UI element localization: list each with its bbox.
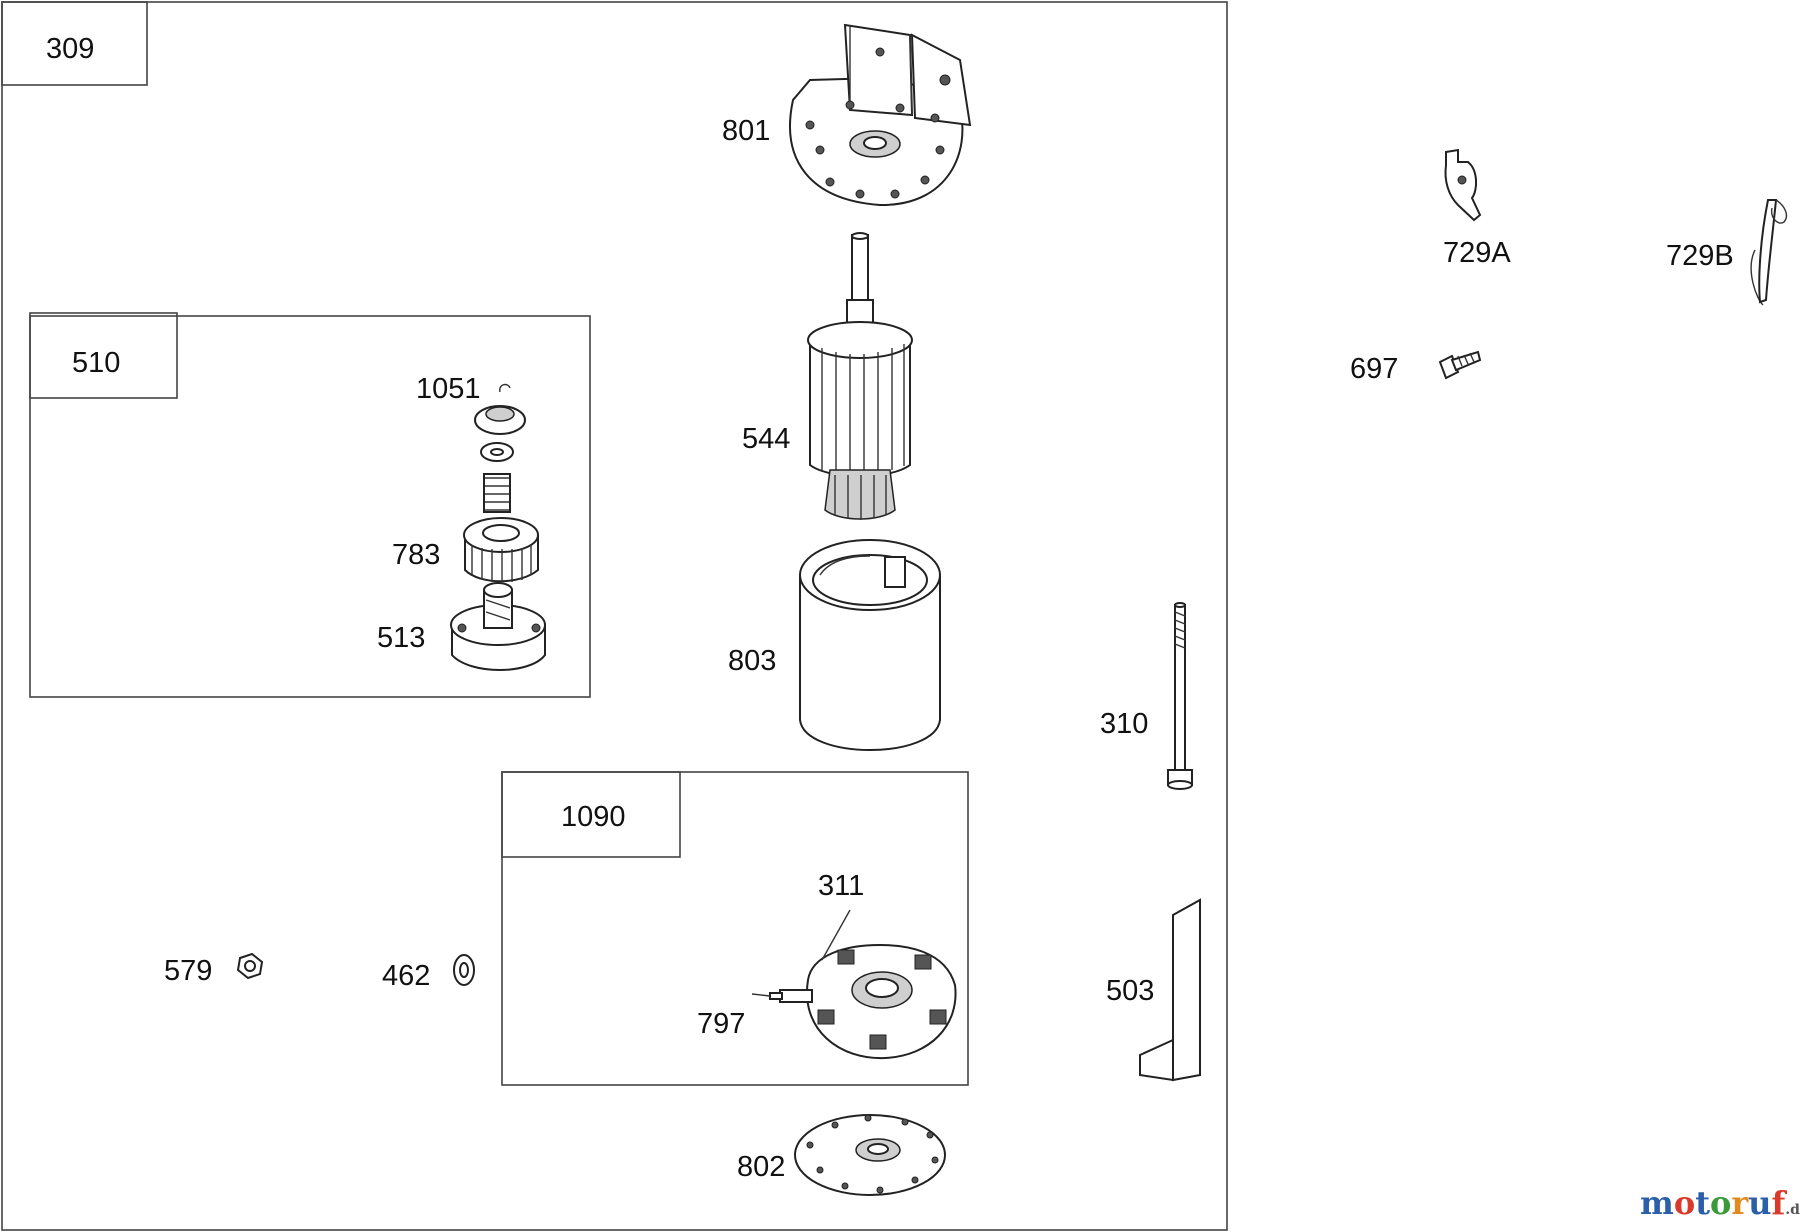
group-1090-label: 1090 [561,801,626,833]
part-579-label: 579 [164,955,212,987]
part-513-label: 513 [377,622,425,654]
group-309-tag [1,1,148,86]
part-803-housing [799,539,941,751]
watermark-o2: o [1710,1184,1731,1222]
part-697-screw [1438,350,1482,380]
group-510-frame [29,315,591,698]
group-309-label: 309 [46,33,94,65]
watermark-f: f [1771,1184,1787,1222]
watermark-de: .de [1785,1202,1800,1218]
part-797-label: 797 [697,1008,745,1040]
part-802-label: 802 [737,1151,785,1183]
part-311-label: 311 [818,870,864,902]
group-1090-tag [501,771,681,858]
watermark-r: r [1731,1184,1749,1222]
watermark-m: m [1640,1184,1674,1222]
part-462-washer [453,954,475,986]
part-797-terminal [751,989,813,1003]
group-510-label: 510 [72,347,120,379]
watermark-u: u [1748,1184,1771,1222]
part-697-label: 697 [1350,353,1398,385]
part-579-nut [236,952,264,980]
part-1051-retainer-stack [474,383,526,513]
part-462-label: 462 [382,960,430,992]
part-729A-label: 729A [1443,237,1511,269]
part-1051-label: 1051 [416,373,481,405]
part-503-label: 503 [1106,975,1154,1007]
part-783-pinion-gear [463,517,539,583]
watermark-o1: o [1674,1184,1695,1222]
group-1090-frame [501,771,969,1086]
watermark-t: t [1695,1184,1710,1222]
part-311-brush-holder [805,943,957,1060]
part-783-label: 783 [392,539,440,571]
part-310-through-bolt [1167,602,1193,790]
part-729A-clip [1444,148,1482,222]
part-802-end-plate [794,1114,946,1196]
part-803-label: 803 [728,645,776,677]
part-311-leader [821,909,851,961]
part-544-armature [807,232,913,520]
group-510-tag [29,312,178,399]
part-513-drive [450,582,546,671]
site-watermark: motoruf.de [1640,1184,1800,1222]
svg-text:motoruf.de: motoruf.de [1640,1184,1800,1222]
part-729B-label: 729B [1666,240,1734,272]
part-310-label: 310 [1100,708,1148,740]
part-503-strap [1139,898,1201,1082]
part-729B-cable-tie [1750,199,1788,306]
part-801-end-bracket [789,23,972,207]
part-801-label: 801 [722,115,770,147]
main-frame [1,1,1228,1231]
part-544-label: 544 [742,423,790,455]
